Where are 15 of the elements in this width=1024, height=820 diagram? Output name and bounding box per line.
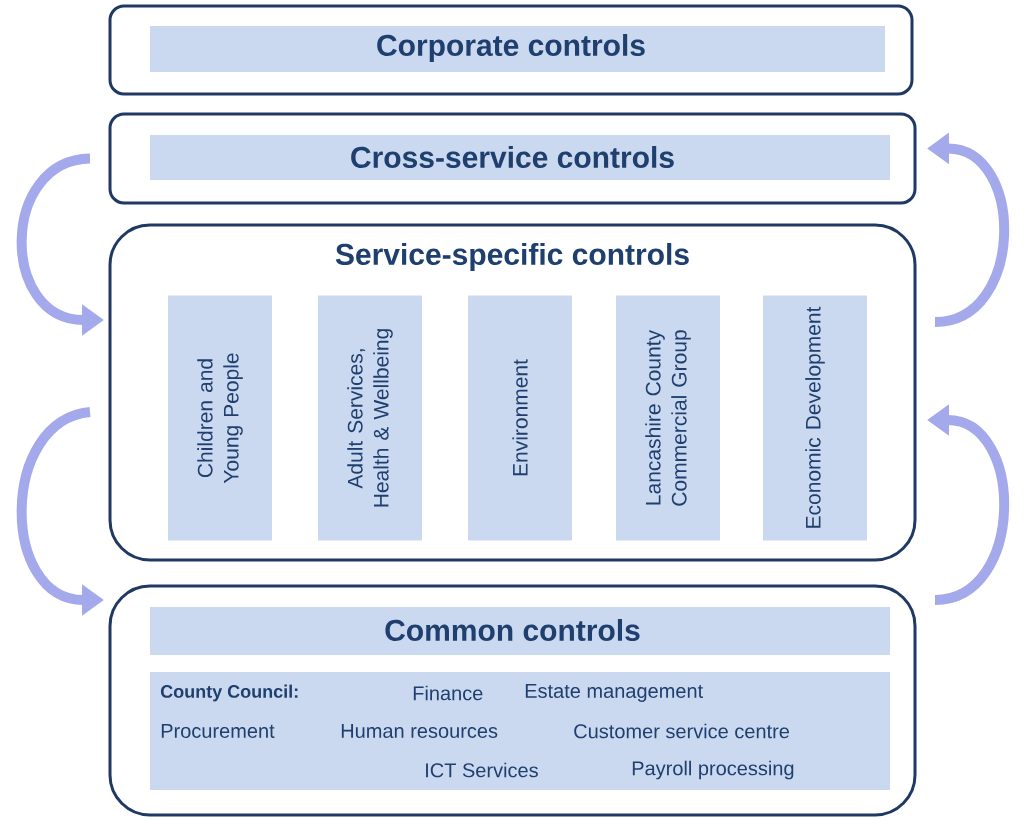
column-band: Economic Development <box>763 295 867 541</box>
control-box: Corporate controls <box>108 4 914 96</box>
column-band: Children and Young People <box>168 295 272 541</box>
item-label: ICT Services <box>426 762 538 778</box>
item-label: Estate management <box>525 684 703 702</box>
column-band: Adult Services, Health & Wellbeing <box>318 295 422 541</box>
item-label: Payroll processing <box>632 760 794 780</box>
item-label: County Council: <box>160 684 298 702</box>
item-label: Human resources <box>341 724 498 738</box>
item-label: Procurement <box>161 724 275 738</box>
item-label: Customer service centre <box>574 723 789 739</box>
column-band: Environment <box>468 295 572 541</box>
control-box: Cross-service controls <box>108 112 917 205</box>
item-label: Finance <box>413 685 483 701</box>
column-band: Lancashire County Commercial Group <box>616 295 720 541</box>
